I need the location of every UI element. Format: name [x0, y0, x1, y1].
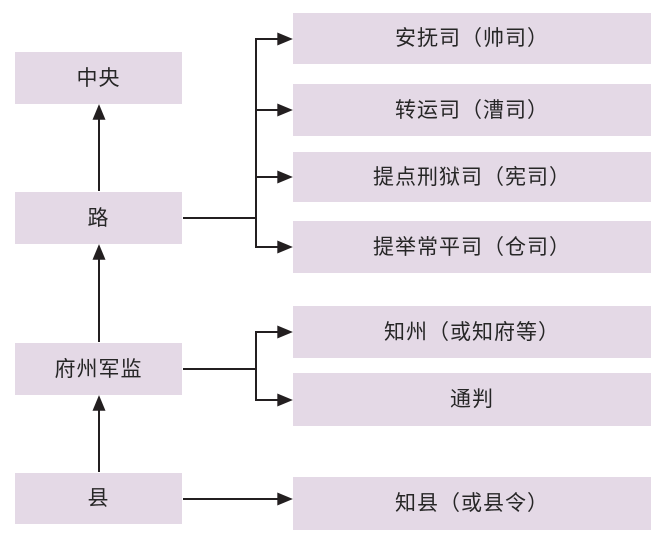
- node-zhixian: 知县（或县令）: [293, 477, 651, 530]
- node-anfusi: 安抚司（帅司）: [293, 13, 651, 64]
- branch-fuzhou: [183, 325, 293, 407]
- node-county: 县: [15, 473, 182, 524]
- node-zhuanyunsi: 转运司（漕司）: [293, 84, 651, 136]
- node-circuit-label: 路: [87, 205, 110, 230]
- branch-lu: [183, 32, 293, 254]
- node-zhizhou-label: 知州（或知府等）: [384, 319, 560, 344]
- node-prefecture: 府州军监: [15, 343, 182, 395]
- node-anfusi-label: 安抚司（帅司）: [395, 26, 549, 50]
- node-tidianxingyusi-label: 提点刑狱司（宪司）: [373, 164, 571, 189]
- node-prefecture-label: 府州军监: [54, 356, 143, 381]
- node-tongpan: 通判: [293, 373, 651, 426]
- node-central: 中央: [15, 52, 182, 104]
- node-tijuchangpingsi-label: 提举常平司（仓司）: [373, 234, 571, 259]
- node-tongpan-label: 通判: [450, 387, 494, 411]
- node-zhizhou: 知州（或知府等）: [293, 306, 651, 358]
- node-central-label: 中央: [76, 65, 121, 90]
- node-zhixian-label: 知县（或县令）: [395, 491, 549, 515]
- node-circuit: 路: [15, 192, 182, 244]
- node-county-label: 县: [87, 486, 110, 510]
- node-tidianxingyusi: 提点刑狱司（宪司）: [293, 152, 651, 202]
- node-zhuanyunsi-label: 转运司（漕司）: [395, 97, 549, 122]
- node-tijuchangpingsi: 提举常平司（仓司）: [293, 221, 651, 273]
